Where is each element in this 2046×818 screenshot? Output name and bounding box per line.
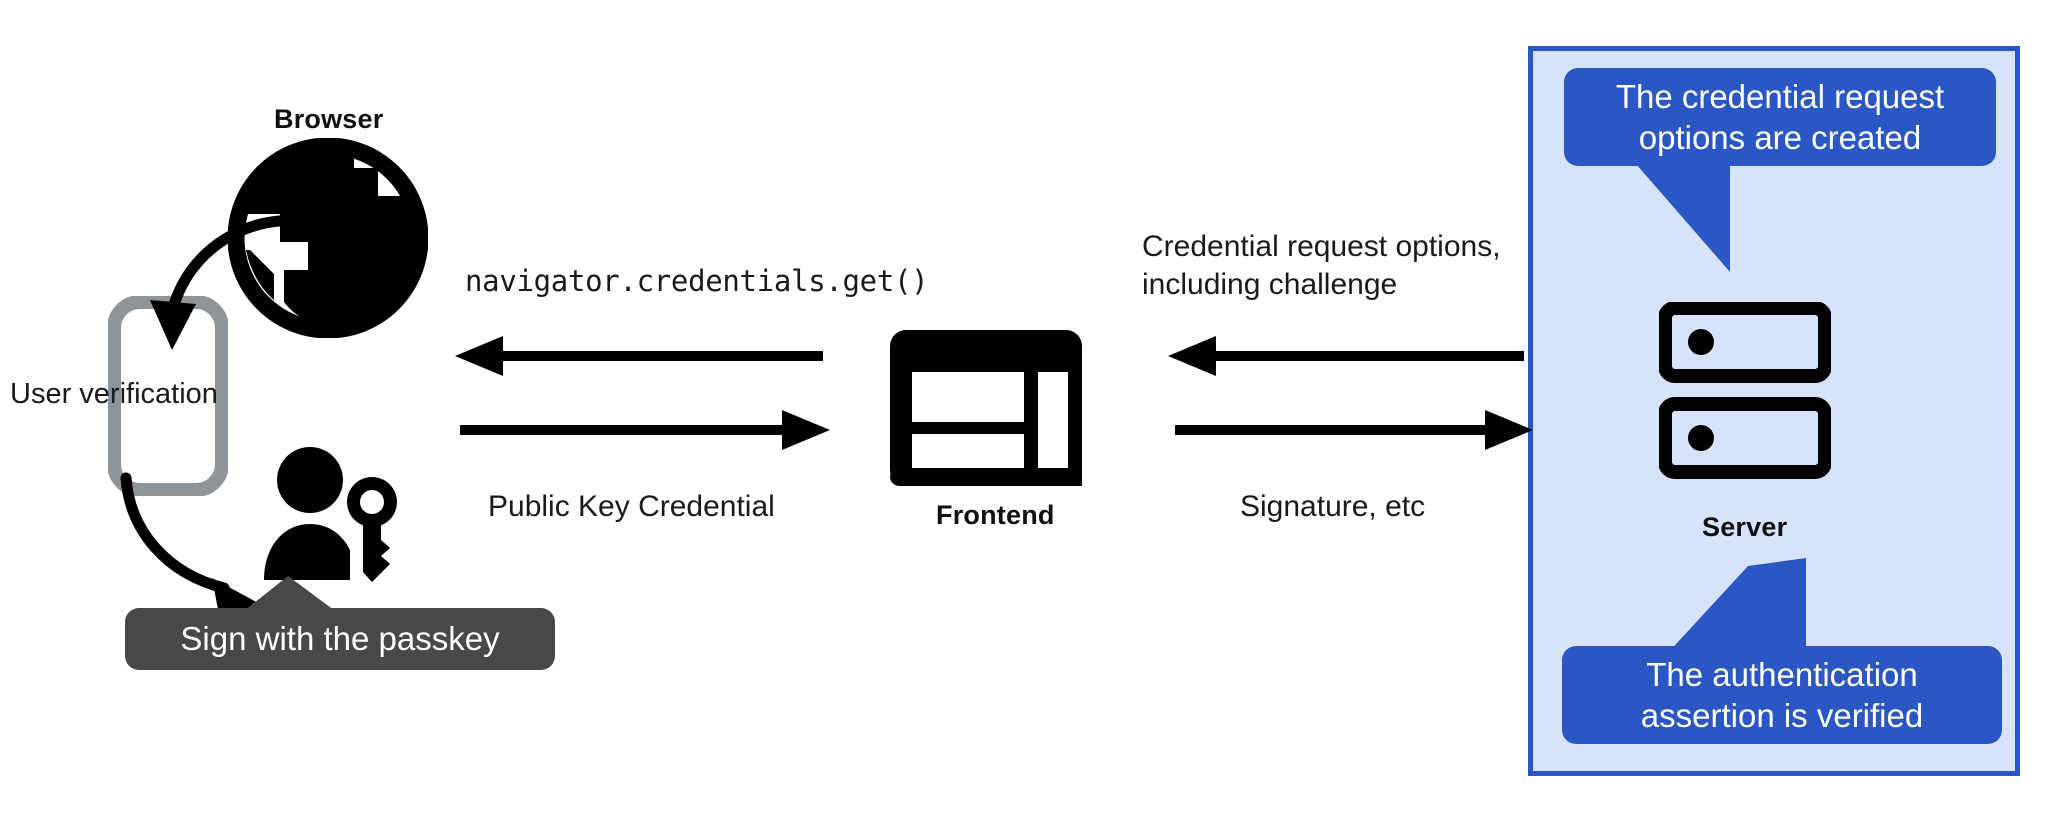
server-callout-bottom-tail <box>1654 558 1806 668</box>
server-label: Server <box>1702 512 1788 542</box>
public-key-credential-label: Public Key Credential <box>488 490 775 523</box>
frontend-window-icon <box>890 330 1082 486</box>
server-callout-top-tail <box>1578 164 1730 272</box>
server-callout-bottom: The authentication assertion is verified <box>1562 646 2002 744</box>
server-racks-icon <box>1659 302 1831 479</box>
browser-to-phone-arrow <box>150 214 318 350</box>
credential-request-options-label: Credential request options, including ch… <box>1142 230 1501 301</box>
frontend-label: Frontend <box>936 500 1055 530</box>
sign-passkey-callout: Sign with the passkey <box>125 608 555 670</box>
server-to-frontend-arrow <box>1168 336 1524 376</box>
frontend-to-browser-arrow <box>455 336 823 376</box>
frontend-to-server-arrow <box>1175 410 1533 450</box>
navigator-get-label: navigator.credentials.get() <box>465 264 929 298</box>
browser-to-frontend-arrow <box>460 410 830 450</box>
server-callout-top: The credential request options are creat… <box>1564 68 1996 166</box>
user-with-key-icon <box>264 447 397 582</box>
user-verification-label: User verification <box>10 378 218 410</box>
browser-label: Browser <box>274 104 384 134</box>
signature-etc-label: Signature, etc <box>1240 490 1426 523</box>
